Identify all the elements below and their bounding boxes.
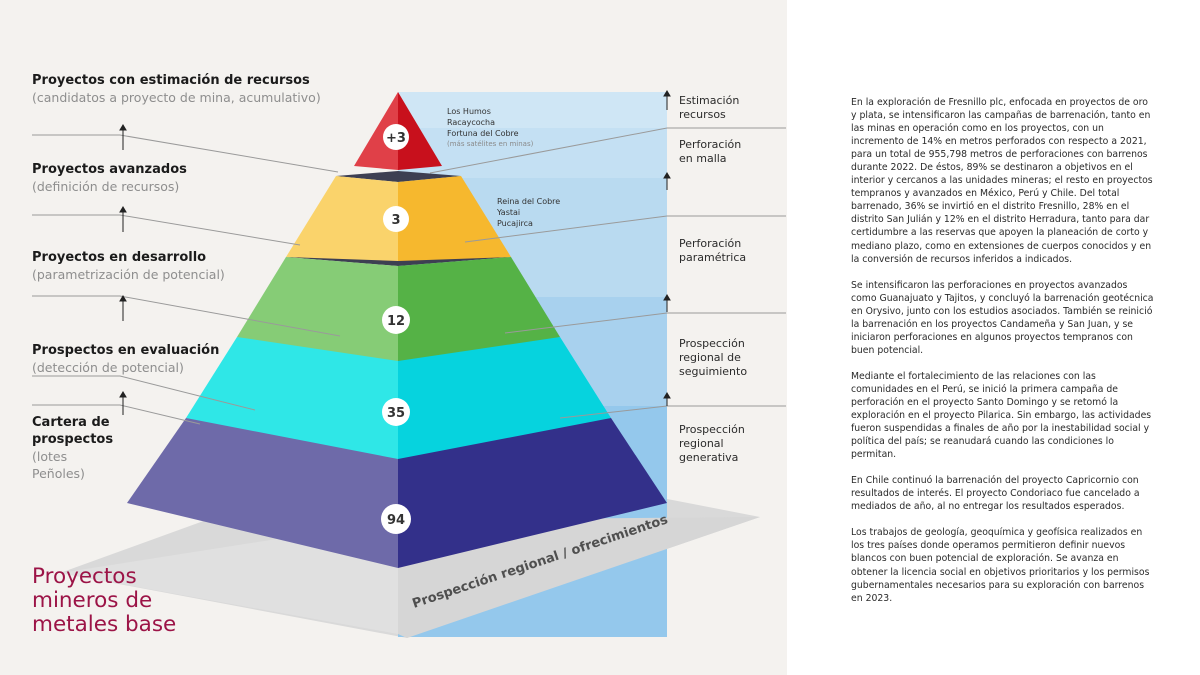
tier-3-title: Proyectos en desarrollo [32,250,207,265]
tier-top-face [336,171,461,182]
tier-2-label: Proyectos avanzados (definición de recur… [32,161,322,195]
heading-line: mineros de [32,588,153,613]
tier-5-count: 94 [387,513,405,528]
top-projects-note: (más satélites en minas) [447,140,534,148]
tier-count-badges: +3 3 12 35 94 [381,124,411,534]
tier-2-left [286,176,398,261]
tier-4-count: 35 [387,406,405,421]
tier-4-label: Prospectos en evaluación (detección de p… [32,342,322,376]
tier-3-count: 12 [387,314,405,329]
tier-5-left [127,418,398,568]
stage-label-1: Estimación recursos [679,94,740,121]
tier-5-subtitle: (lotes Peñoles) [32,449,85,481]
stage-label-3: Perforación paramétrica [679,237,747,264]
tier-4-title: Prospectos en evaluación [32,343,220,358]
pyramid-diagram: +3 3 12 35 94 Prospección regional / ofr… [32,90,786,638]
tier-3-right [398,257,560,361]
base-platform-front [398,517,760,638]
tier-5-title: Cartera de prospectos [32,415,114,447]
article-paragraph: Se intensificaron las perforaciones en p… [851,279,1154,356]
tier-5-right [398,418,667,568]
tier-1-subtitle: (candidatos a proyecto de mina, acumulat… [32,90,321,105]
heading-line: Proyectos [32,564,137,589]
list-item: Yastai [497,208,521,217]
tier-1-label: Proyectos con estimación de recursos (ca… [32,72,322,106]
tier-3-left [237,257,398,361]
tier-2-count: 3 [391,213,400,228]
diagram-panel: +3 3 12 35 94 Prospección regional / ofr… [0,0,787,675]
list-item: Racaycocha [447,118,495,127]
list-item: Pucajirca [497,219,533,228]
article-paragraph: Los trabajos de geología, geoquímica y g… [851,527,1150,604]
tier-1-left [354,92,398,170]
list-item: Fortuna del Cobre [447,129,519,138]
top-projects-list: Los Humos Racaycocha Fortuna del Cobre (… [447,106,533,150]
article-text: En la exploración de Fresnillo plc, enfo… [851,96,1154,618]
panel-heading: Proyectos mineros de metales base [32,565,176,637]
advanced-projects-list: Reina del Cobre Yastai Pucajirca [497,196,560,229]
tier-2-subtitle: (definición de recursos) [32,179,180,194]
tier-1-count: +3 [386,131,406,146]
tier-4-subtitle: (detección de potencial) [32,360,184,375]
article-paragraph: Mediante el fortalecimiento de las relac… [851,370,1152,461]
tier-3-subtitle: (parametrización de potencial) [32,267,225,282]
stage-label-5: Prospección regional generativa [679,423,745,464]
tier-4-right [398,337,611,459]
tier-3-label: Proyectos en desarrollo (parametrización… [32,249,322,283]
tier-1-right [398,92,442,170]
heading-line: metales base [32,612,177,637]
stage-label-2: Perforación en malla [679,138,742,165]
list-item: Los Humos [447,107,491,116]
tier-2-title: Proyectos avanzados [32,162,187,177]
tier-1-title: Proyectos con estimación de recursos [32,73,310,88]
article-paragraph: En Chile continuó la barrenación del pro… [851,475,1140,513]
stage-label-4: Prospección regional de seguimiento [679,337,748,378]
article-paragraph: En la exploración de Fresnillo plc, enfo… [851,97,1153,265]
base-platform-left [60,520,398,634]
list-item: Reina del Cobre [497,197,561,206]
tier-4-left [186,337,398,459]
tier-5-label: Cartera de prospectos (lotes Peñoles) [32,414,122,482]
